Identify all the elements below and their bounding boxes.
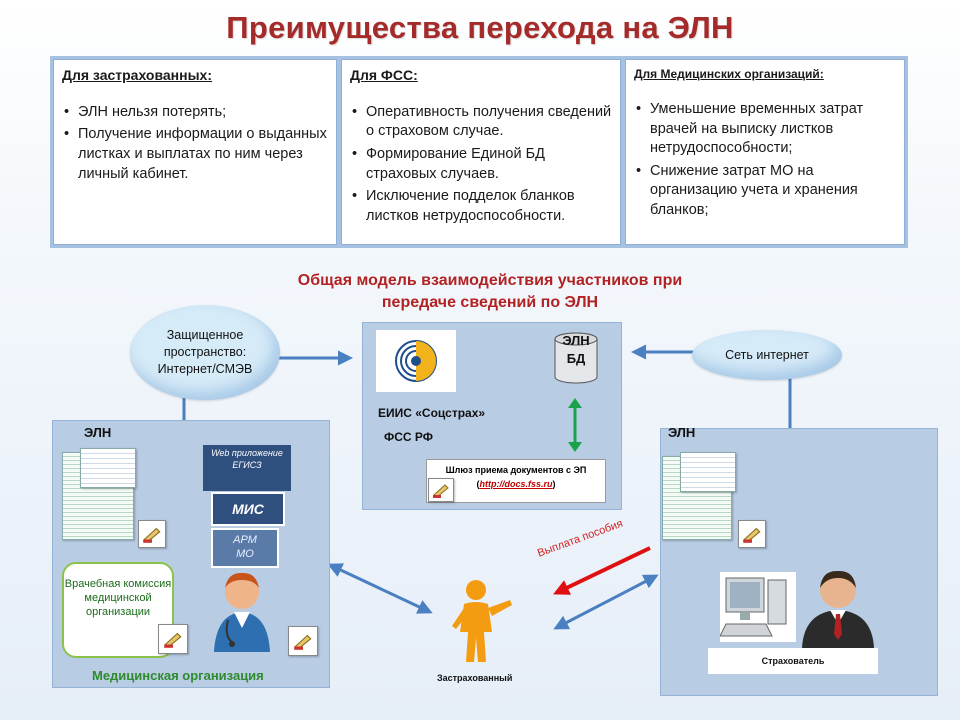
list-item: Оперативность получения сведений о страх… [350,103,612,142]
list-item: Уменьшение временных затрат врачей на вы… [634,100,896,159]
eln-label-left: ЭЛН [84,425,112,440]
arrow-medorg-insured [327,563,433,614]
fss-logo [376,330,456,392]
signature-stamp-icon [738,520,766,548]
signature-stamp-icon [138,520,166,548]
model-title-line1: Общая модель взаимодействия участников п… [297,272,683,289]
green-double-arrow-icon [568,398,582,452]
benefits-insured-heading: Для застрахованных: [62,67,212,83]
list-item: Снижение затрат МО на организацию учета … [634,162,896,221]
gateway-url-line: (http://docs.fss.ru) [427,478,605,492]
list-item: Формирование Единой БД страховых случаев… [350,145,612,184]
gateway-url-close: ) [552,478,556,489]
benefits-medorg-heading: Для Медицинских организаций: [634,67,824,81]
list-item: Исключение подделок бланков листков нетр… [350,187,612,226]
database-label: ЭЛН БД [556,333,596,366]
signature-stamp-icon [428,478,454,502]
arm-mo: АРМ МО [211,528,279,568]
list-item: ЭЛН нельзя потерять; [62,103,328,123]
gateway-url-open: ( [476,478,480,489]
doctor-icon [214,572,270,652]
model-title-line2: передаче сведений по ЭЛН [381,294,599,312]
medical-org-label: Медицинская организация [92,668,264,683]
database-label-line1: ЭЛН [562,333,590,348]
medical-commission: Врачебная комиссия медицинской организац… [62,562,174,658]
arrow-benefit-payment [553,546,651,595]
eis-label: ЕИИС «Соцстрах» [378,406,486,420]
cloud-protected-space-label: Защищенное пространство: Интернет/СМЭВ [157,328,253,376]
page-title: Преимущества перехода на ЭЛН [226,10,734,45]
gateway-url-link[interactable]: http://docs.fss.ru [479,478,553,489]
insured-label: Застрахованный [437,673,513,683]
eln-label-right: ЭЛН [668,425,696,440]
sick-leave-document [680,452,736,492]
document-gateway: Шлюз приема документов с ЭП (http://docs… [426,459,606,503]
insured-person-icon [452,580,512,662]
arm-mo-line2: МО [236,547,254,560]
benefits-insured: Для застрахованных: ЭЛН нельзя потерять;… [53,59,337,245]
arm-mo-line1: АРМ [233,534,257,546]
benefits-medorg: Для Медицинских организаций: Уменьшение … [625,59,906,245]
fss-label: ФСС РФ [384,430,433,444]
cloud-protected-space: Защищенное пространство: Интернет/СМЭВ [130,305,280,400]
employer-label: Страхователь [708,648,878,674]
gateway-title: Шлюз приема документов с ЭП [445,465,587,475]
cloud-internet-label: Сеть интернет [725,348,809,362]
database-icon [554,332,598,384]
benefits-table: Для застрахованных: ЭЛН нельзя потерять;… [50,56,908,248]
sick-leave-document [80,448,136,488]
computer-icon [719,572,796,642]
signature-stamp-icon [158,624,188,654]
web-app-egisz: Web приложение ЕГИСЗ [203,445,291,491]
database-label-line2: БД [566,350,586,366]
fss-logo-icon [395,340,437,382]
benefits-fss-heading: Для ФСС: [349,67,418,83]
arrow-insured-employer [553,574,659,630]
signature-stamp-icon [288,626,318,656]
employer-person-icon [802,570,874,648]
mis-system: МИС [211,492,285,526]
list-item: Получение информации о выданных листках … [62,125,328,184]
benefits-fss: Для ФСС: Оперативность получения сведени… [340,59,621,245]
cloud-internet: Сеть интернет [692,330,842,380]
model-title: Общая модель взаимодействия участников п… [240,270,740,315]
